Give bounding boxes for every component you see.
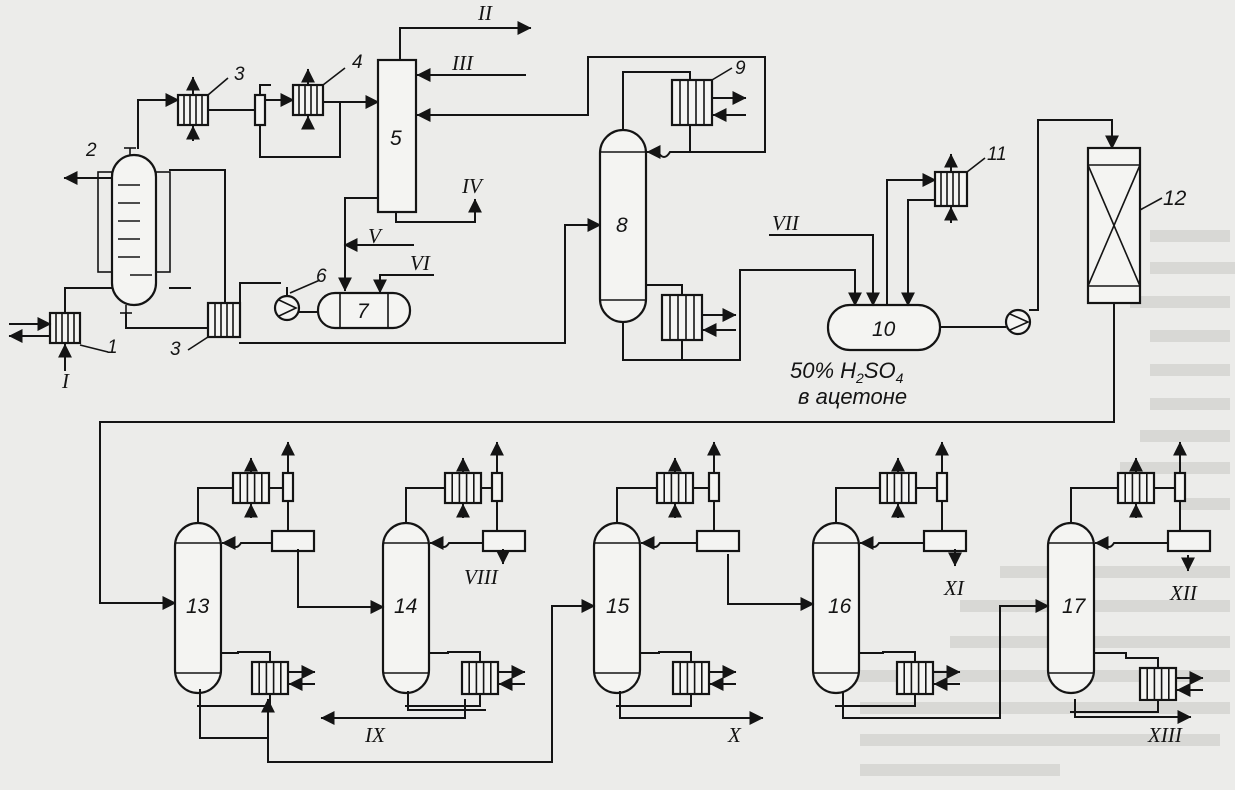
label-unit-12: 12 [1163, 187, 1187, 210]
label-unit-5: 5 [390, 127, 402, 150]
caption-sub-2: 2 [855, 370, 864, 386]
stream-XIII: XIII [1147, 723, 1183, 747]
reboiler-return-15 [639, 651, 692, 663]
reflux-drum-16 [922, 529, 968, 553]
reflux-line-15 [640, 536, 698, 550]
label-unit-7: 7 [357, 300, 370, 323]
reflux-drum-14 [481, 529, 527, 553]
vapour-line-17 [1070, 487, 1119, 524]
separator-14 [490, 471, 504, 503]
heat-exchanger-3-bottom [206, 301, 242, 339]
caption-acid-mid: SO [864, 358, 896, 383]
separator-15 [707, 471, 721, 503]
heat-exchanger-11 [933, 170, 969, 208]
reflux-line-16 [859, 536, 925, 550]
condenser-15 [655, 471, 695, 505]
stream-II: II [477, 1, 493, 25]
stream-V: V [368, 224, 383, 248]
vessel-7 [316, 291, 412, 330]
caption-sub-4: 4 [896, 370, 904, 386]
caption-solvent: в ацетоне [798, 384, 907, 409]
reflux-drum-13 [270, 529, 316, 553]
bottoms-line-17 [1070, 699, 1159, 713]
equipment-number-labels: 1 2 3 3 4 5 6 7 8 9 10 11 12 13 14 15 16… [85, 52, 1187, 618]
vapour-line-15 [616, 487, 658, 524]
stream-VI: VI [410, 251, 431, 275]
distillation-train [173, 441, 1212, 713]
label-unit-11: 11 [987, 144, 1007, 165]
label-unit-15: 15 [606, 595, 630, 618]
bottoms-line-13 [197, 693, 271, 707]
label-unit-6: 6 [316, 266, 327, 287]
reboiler-15 [671, 660, 711, 696]
stream-X: X [727, 723, 742, 747]
reflux-line-14 [429, 536, 484, 550]
bottoms-line-16 [835, 693, 916, 707]
svg-text:50% H2SO4: 50% H2SO4 [790, 358, 904, 386]
stream-III: III [451, 51, 474, 75]
reboiler-14 [460, 660, 500, 696]
heat-exchanger-9 [670, 78, 714, 127]
reboiler-8 [660, 293, 704, 342]
stream-VIII: VIII [464, 565, 499, 589]
stream-I: I [61, 369, 70, 393]
label-unit-8: 8 [616, 214, 628, 237]
bottoms-line-15 [616, 693, 692, 707]
reflux-drum-17 [1166, 529, 1212, 553]
pump-6 [273, 294, 301, 322]
reflux-line-17 [1094, 536, 1169, 550]
vapour-line-16 [835, 487, 881, 524]
reactor-12 [1086, 146, 1142, 305]
stream-XII: XII [1169, 581, 1198, 605]
label-unit-13: 13 [186, 595, 210, 618]
vapour-line-14 [405, 487, 446, 524]
label-unit-17: 17 [1062, 595, 1087, 618]
reflux-drum-15 [695, 529, 741, 553]
label-unit-1: 1 [107, 337, 118, 358]
reboiler-return-16 [858, 651, 916, 663]
pump-reactor-outlet [1004, 308, 1032, 336]
separator-13 [281, 471, 295, 503]
vapour-line-13 [197, 487, 234, 524]
condenser-17 [1116, 471, 1156, 505]
separator-17 [1173, 471, 1187, 503]
background-bleed-text [850, 230, 1235, 776]
reboiler-16 [895, 660, 935, 696]
separator-16 [935, 471, 949, 503]
bottoms-line-14 [405, 693, 481, 707]
column-5 [376, 58, 418, 214]
condenser-14 [443, 471, 483, 505]
stream-XI: XI [943, 576, 965, 600]
stream-IV: IV [461, 174, 484, 198]
label-unit-14: 14 [394, 595, 417, 618]
condenser-16 [878, 471, 918, 505]
heat-exchanger-1 [48, 311, 82, 345]
heat-exchanger-3-top [176, 93, 210, 127]
label-unit-2: 2 [85, 140, 97, 161]
reboiler-17 [1138, 666, 1178, 702]
reboiler-return-17 [1093, 652, 1159, 669]
label-unit-3-top: 3 [234, 64, 245, 85]
label-unit-4: 4 [352, 52, 363, 73]
label-unit-10: 10 [872, 318, 896, 341]
reboiler-13 [250, 660, 290, 696]
label-unit-3-bottom: 3 [170, 339, 181, 360]
heat-exchanger-4 [291, 83, 325, 117]
column-2 [97, 147, 171, 314]
caption-acid-prefix: 50% H [790, 358, 856, 383]
reactor-caption: 50% H2SO4 в ацетоне [790, 358, 907, 409]
condenser-13 [231, 471, 271, 505]
stream-labels: I II III IV V VI VII VIII IX X XI XII XI… [61, 1, 1198, 747]
reflux-line-13 [221, 536, 273, 550]
label-unit-9: 9 [735, 58, 746, 79]
stream-IX: IX [364, 723, 386, 747]
stream-VII: VII [772, 211, 800, 235]
label-unit-16: 16 [828, 595, 852, 618]
reboiler-return-13 [220, 651, 271, 663]
reboiler-return-14 [428, 651, 481, 663]
